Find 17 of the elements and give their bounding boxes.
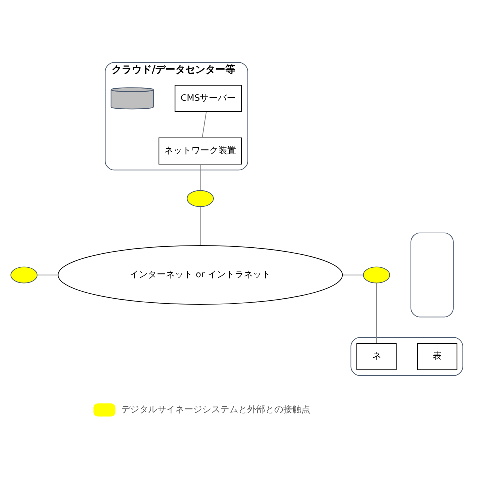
cluster: [350, 336, 464, 376]
legend-label: デジタルサイネージシステムと外部との接触点: [122, 404, 311, 415]
node-box: ネットワーク装置: [158, 137, 242, 164]
node-ellipse: インターネット or イントラネット: [58, 245, 344, 304]
connector: [376, 282, 378, 344]
connector: [202, 111, 207, 138]
connector: [200, 164, 201, 190]
node-box: [410, 232, 454, 318]
node-circle: [186, 190, 214, 207]
connector: [200, 206, 201, 246]
node-box: ネ: [356, 342, 397, 370]
node-box: 表: [417, 342, 458, 370]
node-circle: [363, 266, 390, 284]
node-box: CMSサーバー: [174, 84, 242, 112]
connector: [37, 274, 58, 276]
node-circle: [10, 266, 38, 284]
connector: [342, 274, 364, 276]
